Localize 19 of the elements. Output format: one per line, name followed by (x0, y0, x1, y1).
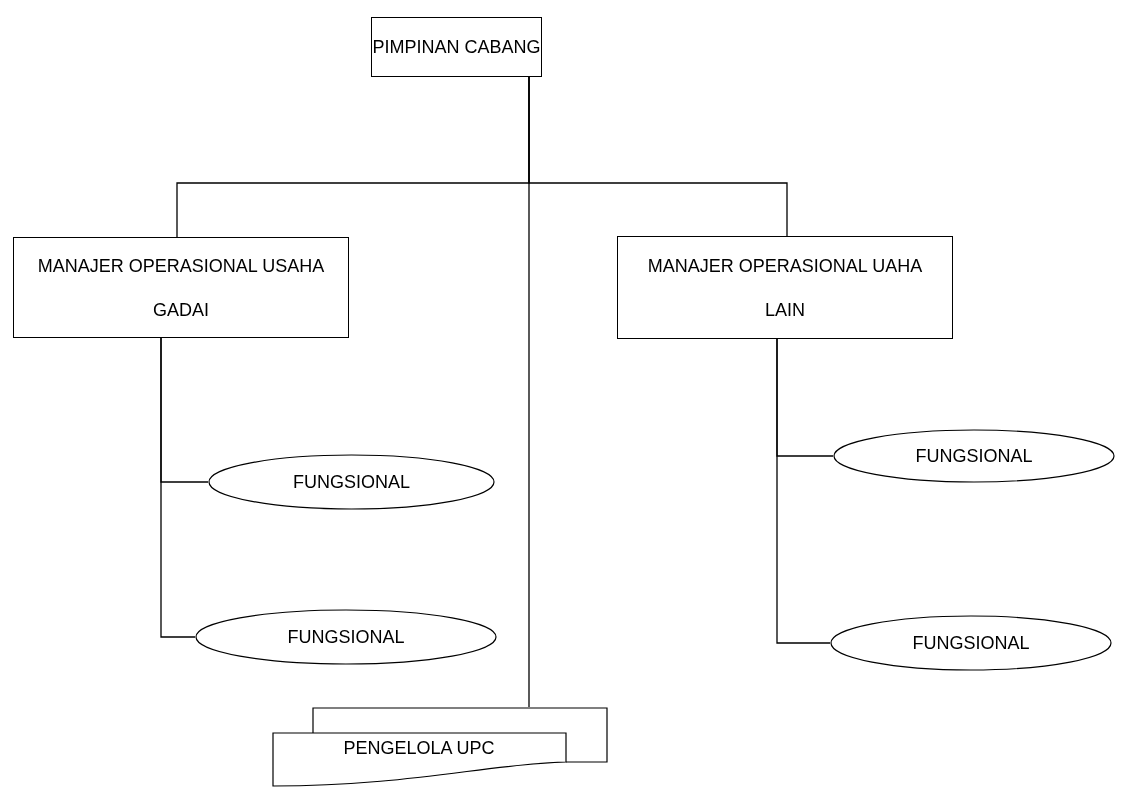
ellipse-node (208, 454, 495, 510)
node-label: MANAJER OPERASIONAL UAHA LAIN (646, 254, 924, 322)
node-label: PIMPINAN CABANG (372, 35, 541, 59)
role-box (13, 237, 349, 338)
stacked-document-node (272, 707, 608, 788)
node-label: MANAJER OPERASIONAL USAHA GADAI (36, 254, 326, 322)
ellipse-node (833, 429, 1115, 483)
node-label: PENGELOLA UPC (343, 737, 495, 760)
connector-line (160, 337, 196, 638)
role-box (617, 236, 953, 339)
node-label: FUNGSIONAL (915, 444, 1033, 468)
ellipse-node (195, 609, 497, 665)
role-box (371, 17, 542, 77)
connector-line (776, 338, 831, 644)
connector-line (528, 76, 530, 708)
ellipse-node (830, 615, 1112, 671)
node-label: FUNGSIONAL (293, 470, 410, 494)
node-label: FUNGSIONAL (287, 625, 405, 649)
node-label: FUNGSIONAL (912, 631, 1030, 655)
